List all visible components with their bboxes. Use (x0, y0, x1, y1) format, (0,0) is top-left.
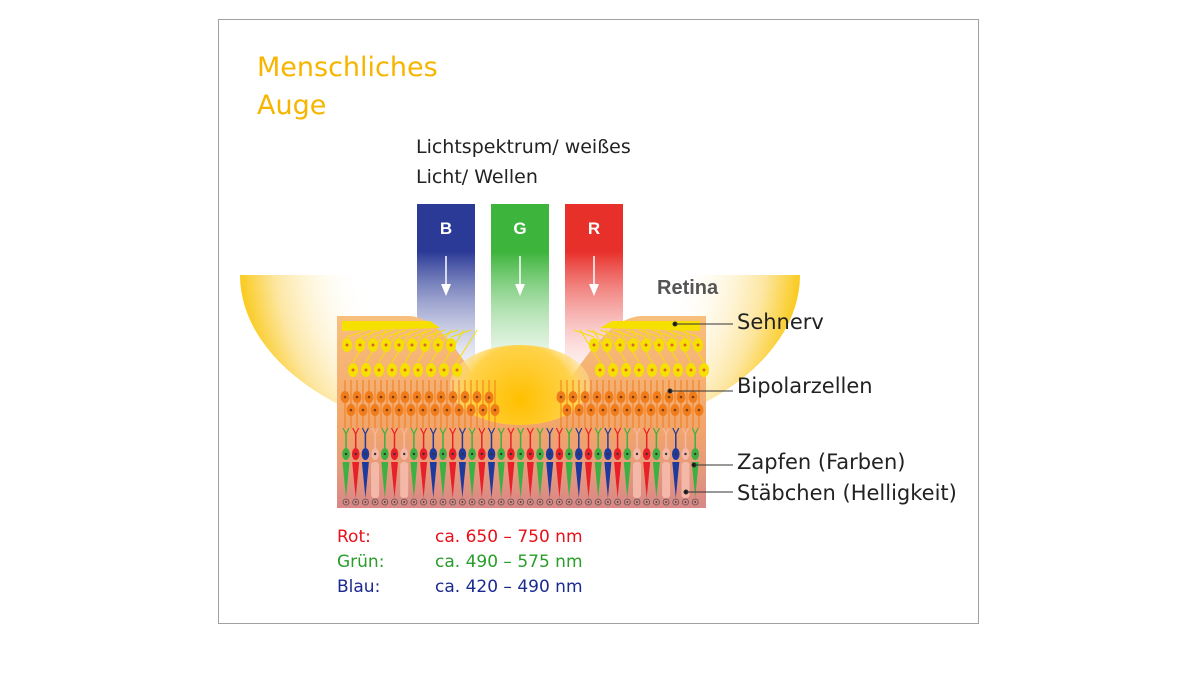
pigment-cell (488, 498, 495, 506)
rod-cell (662, 427, 671, 506)
cone-cell (604, 427, 612, 506)
legend-name: Rot: (337, 527, 371, 547)
pigment-cell (497, 498, 505, 506)
pigment-cell (400, 498, 408, 506)
cone-cell (584, 427, 593, 506)
pigment-cell (352, 498, 360, 506)
rod-cell (633, 427, 641, 506)
pigment-cell (371, 498, 379, 506)
cone-cell (672, 427, 680, 506)
legend-range: ca. 420 – 490 nm (435, 577, 583, 597)
arrow-down-icon (515, 256, 525, 296)
pigment-cell (691, 498, 699, 506)
pigment-cell (342, 498, 350, 506)
retina-label: Retina (657, 277, 719, 299)
pigment-cell (643, 498, 651, 506)
pigment-cell (381, 498, 389, 506)
cone-cell (526, 427, 535, 506)
cone-cell (536, 427, 544, 506)
pigment-cell (420, 498, 428, 506)
cone-cell (351, 427, 360, 506)
cone-cell (565, 427, 573, 506)
pigment-cell (410, 498, 418, 506)
zapfen-label: Zapfen (Farben) (737, 450, 906, 474)
pigment-cell (429, 498, 437, 506)
arrow-down-icon (441, 256, 451, 296)
pigment-cell (623, 498, 631, 506)
pigment-cell (391, 498, 398, 506)
pigment-cell (536, 498, 544, 506)
cone-cell (652, 427, 661, 506)
cone-cell (458, 427, 467, 506)
figure-frame (218, 19, 979, 624)
cone-cell (448, 427, 457, 506)
pigment-cell (653, 498, 660, 506)
beam-letter: B (440, 219, 452, 238)
pigment-cell (361, 498, 369, 506)
pigment-cell (565, 498, 573, 506)
arrow-down-icon (589, 256, 599, 296)
staebchen-label: Stäbchen (Helligkeit) (737, 481, 957, 505)
legend-name: Blau: (337, 577, 381, 597)
legend-range: ca. 650 – 750 nm (435, 527, 583, 547)
bipolarzellen-label: Bipolarzellen (737, 374, 873, 398)
pigment-cell (604, 498, 612, 506)
pigment-cell (526, 498, 534, 506)
title-line-1: Menschliches (257, 52, 438, 83)
pigment-cell (468, 498, 476, 506)
pigment-cell (556, 498, 563, 506)
cone-cell (381, 427, 389, 506)
pigment-cell (614, 498, 621, 506)
optic-nerve-left (342, 321, 440, 331)
pigment-cell (507, 498, 515, 506)
title-line-2: Auge (257, 90, 327, 121)
pigment-cell (633, 498, 641, 506)
cone-cell (439, 427, 447, 506)
cone-cell (478, 427, 486, 506)
cone-cell (419, 427, 428, 506)
cone-cell (613, 427, 622, 506)
cone-cell (545, 427, 554, 506)
rod-cell (400, 427, 409, 506)
pigment-cell (439, 498, 447, 506)
cone-cell (342, 427, 350, 506)
sehnerv-label: Sehnerv (737, 310, 824, 334)
cone-cell (410, 427, 418, 506)
cone-cell (642, 427, 651, 506)
cone-cell (691, 427, 699, 506)
pigment-cell (478, 498, 486, 506)
pigment-cell (682, 498, 689, 506)
pigment-cell (662, 498, 670, 506)
pigment-cell (517, 498, 524, 506)
legend-name: Grün: (337, 552, 385, 572)
spectrum-label-line-2: Licht/ Wellen (416, 166, 538, 188)
cone-cell (468, 427, 476, 506)
pigment-cell (458, 498, 466, 506)
cone-cell (429, 427, 438, 506)
cone-cell (516, 427, 525, 506)
beam-letter: G (513, 219, 526, 238)
cone-cell (575, 427, 583, 506)
cone-cell (361, 427, 370, 506)
pigment-cell (594, 498, 602, 506)
cone-cell (555, 427, 564, 506)
legend-range: ca. 490 – 575 nm (435, 552, 583, 572)
pigment-cell (546, 498, 554, 506)
cone-cell (507, 427, 515, 506)
cone-cell (623, 427, 632, 506)
cone-cell (487, 427, 496, 506)
rod-cell (371, 427, 380, 506)
pigment-cell (672, 498, 680, 506)
cone-cell (390, 427, 399, 506)
cone-cell (594, 427, 602, 506)
spectrum-label-line-1: Lichtspektrum/ weißes (416, 136, 631, 158)
beam-letter: R (588, 219, 600, 238)
pigment-cell (449, 498, 457, 506)
pigment-cell (575, 498, 583, 506)
rod-cell (681, 427, 690, 506)
cone-cell (497, 427, 506, 506)
pigment-cell (585, 498, 592, 506)
